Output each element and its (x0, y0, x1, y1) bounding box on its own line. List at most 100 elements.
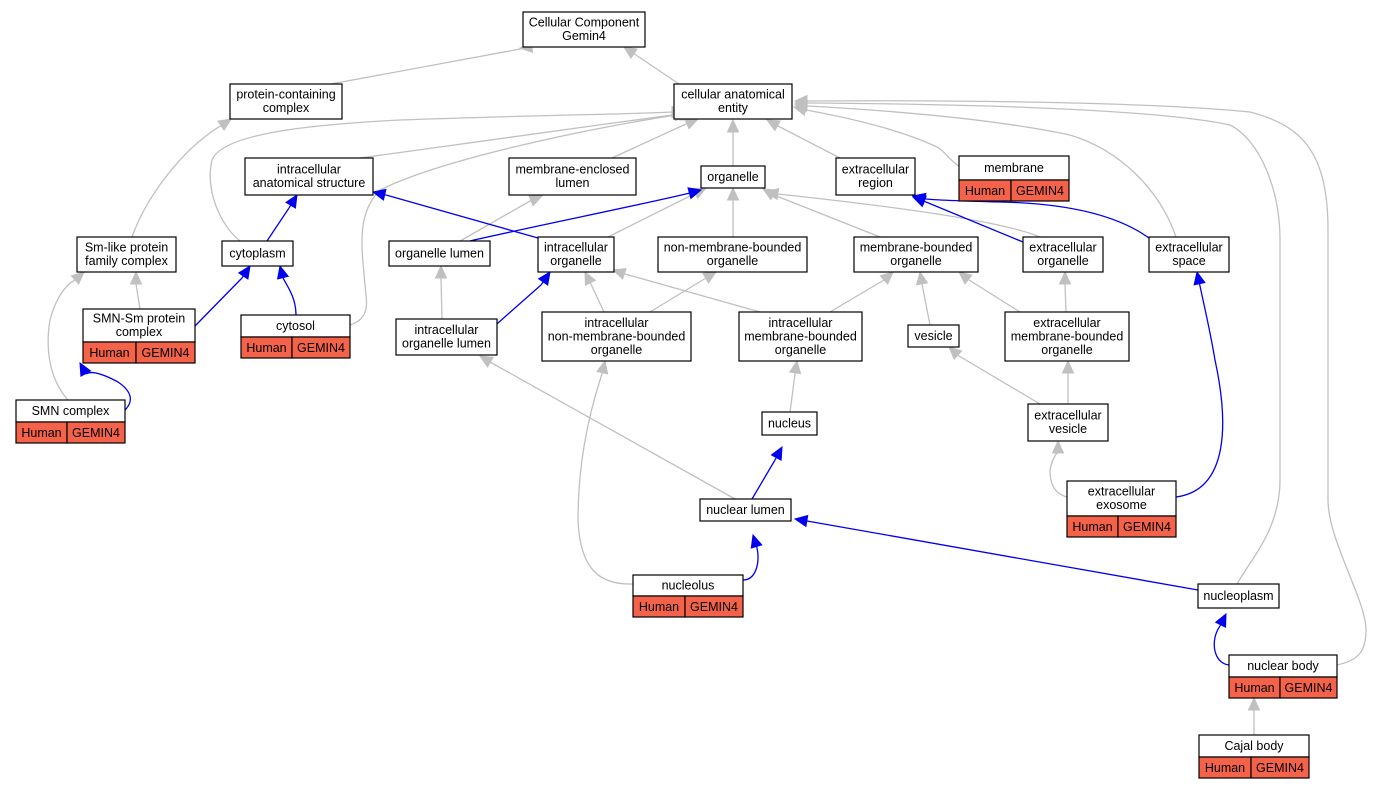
edges-layer (47, 40, 1367, 735)
term-node-org[interactable]: organelle (700, 165, 766, 189)
term-label: extracellular (1155, 241, 1222, 255)
term-label: membrane-enclosed (516, 163, 630, 177)
arrowhead (726, 186, 740, 201)
edge-part-of-icorg-to-ias (371, 188, 539, 239)
term-label: organelle (550, 254, 601, 268)
term-label: extracellular (1034, 409, 1101, 423)
term-label: complex (116, 325, 163, 339)
species-label: Human (246, 341, 286, 355)
term-label: intracellular (585, 316, 649, 330)
term-label: family complex (85, 254, 168, 268)
term-label: complex (263, 101, 310, 115)
arrowhead (1193, 270, 1206, 286)
arrowhead (958, 271, 973, 285)
species-label: Human (1234, 681, 1274, 695)
arrowhead (793, 514, 809, 528)
term-label: Cellular Component (529, 16, 640, 30)
term-node-nucleoplasm[interactable]: nucleoplasm (1197, 583, 1280, 609)
term-label: cellular anatomical (681, 88, 785, 102)
species-label: Human (1205, 761, 1245, 775)
arrowhead (948, 346, 963, 361)
species-label: Human (89, 346, 129, 360)
edge-is-a-exmbo-to-mbo (958, 271, 1021, 313)
term-label: organelle (1037, 254, 1088, 268)
term-label: lumen (555, 176, 589, 190)
edge-is-a-icmbo-to-icorg (611, 267, 761, 313)
arrowhead (770, 445, 783, 461)
edge-is-a-nmbo-to-org (726, 186, 740, 237)
term-label: anatomical structure (253, 176, 366, 190)
term-node-icnmbo[interactable]: intracellularnon-membrane-boundedorganel… (541, 311, 692, 362)
edge-part-of-nuclum-to-nucleus (751, 445, 783, 500)
edge-part-of-smnsm-to-cyto (194, 265, 251, 327)
species-label: Human (21, 426, 61, 440)
species-label: Human (1072, 520, 1112, 534)
edge-is-a-orglum-to-mel (459, 195, 544, 242)
term-label: non-membrane-bounded (548, 329, 686, 343)
edge-is-a-exorg-to-org (764, 187, 1041, 238)
edge-is-a-pcc-to-root (319, 40, 534, 87)
gene-label: GEMIN4 (1123, 520, 1171, 534)
term-label: Cajal body (1224, 739, 1284, 753)
arrowhead (79, 361, 92, 377)
term-node-vesicle[interactable]: vesicle (907, 324, 960, 348)
term-node-cyto[interactable]: cytoplasm (221, 240, 294, 267)
term-node-nuclum[interactable]: nuclear lumen (699, 498, 792, 522)
species-label: Human (965, 184, 1005, 198)
edge-is-a-org-to-cae (726, 118, 740, 166)
term-label: membrane-bounded (744, 329, 857, 343)
term-node-nucleus[interactable]: nucleus (761, 411, 818, 436)
term-label: membrane (984, 161, 1044, 175)
term-label: cytoplasm (229, 246, 285, 260)
arrowhead (879, 271, 894, 285)
edge-is-a-exosome-to-exves (1049, 439, 1068, 498)
arrowhead (584, 270, 597, 286)
arrowhead (765, 119, 781, 132)
arrowhead (623, 46, 638, 60)
term-label: nuclear body (1247, 659, 1319, 673)
gene-label: GEMIN4 (1016, 184, 1064, 198)
term-label: organelle (707, 170, 758, 184)
arrowhead (726, 118, 740, 133)
arrowhead (1058, 270, 1072, 285)
edge-is-a-mbo-to-org (761, 188, 881, 238)
term-label: protein-containing (236, 88, 335, 102)
edge-part-of-cytosol-to-cyto (276, 264, 297, 316)
arrowhead (750, 533, 763, 549)
term-label: region (858, 176, 893, 190)
term-label: extracellular (1088, 485, 1155, 499)
term-label: organelle (775, 343, 826, 357)
term-node-orglum[interactable]: organelle lumen (388, 240, 491, 267)
edge-is-a-exr-to-cae (765, 119, 841, 159)
term-label: intracellular (544, 241, 608, 255)
arrowhead (788, 359, 802, 375)
